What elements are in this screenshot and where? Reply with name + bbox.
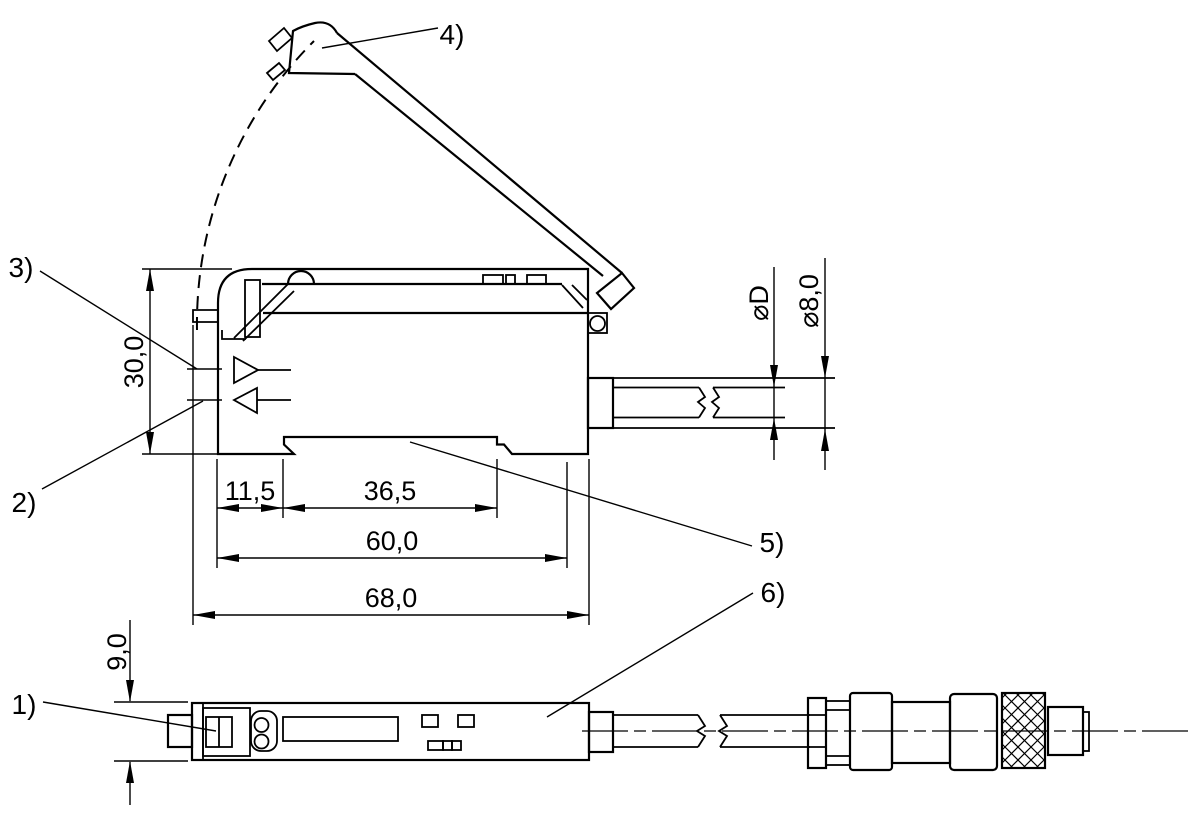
button (442, 740, 453, 751)
dim-68-label: 68,0 (365, 583, 418, 613)
dim-fiber-diameter-label: ⌀D (744, 285, 774, 321)
receiver-arrow-icon (232, 386, 291, 415)
cable-gland-side (586, 376, 615, 430)
side-view-dimensions: 30,0 11,5 36,5 60,0 68,0 ⌀D ⌀8,0 (119, 258, 829, 625)
dim-height-30-label: 30,0 (119, 336, 149, 389)
top-view: 9,0 (102, 620, 1190, 805)
fiber-port (253, 733, 270, 750)
dim-height-9-label: 9,0 (102, 633, 132, 671)
button (427, 740, 444, 751)
dim-11-5-label: 11,5 (225, 476, 276, 506)
frame-tab (482, 274, 504, 285)
cover-latch-tab (267, 26, 294, 53)
clamp-housing (202, 707, 251, 757)
cover-frame-lines (262, 282, 588, 315)
connector-body-mid (890, 700, 952, 765)
clamp-lever-post (244, 279, 261, 338)
callout-4-label: 4) (440, 19, 465, 50)
dim-36-5-label: 36,5 (364, 476, 417, 506)
knurled-ring (1000, 691, 1047, 770)
callout-6-label: 6) (761, 577, 786, 608)
fiber-port (253, 717, 270, 733)
callout-3-leader (39, 270, 198, 370)
cable-outer-top (613, 714, 810, 748)
button (421, 714, 439, 728)
callout-4-leader (321, 27, 439, 49)
fiber-clamp-lever (166, 713, 194, 749)
clamp-lever-slide (221, 283, 295, 342)
front-clamp-tab (192, 309, 218, 323)
housing-outline (216, 267, 590, 456)
callout-5-label: 5) (760, 527, 785, 558)
callout-1-leader (42, 701, 217, 732)
side-view (187, 21, 835, 456)
break-symbol-side (696, 387, 721, 418)
button (457, 714, 475, 728)
callouts: 1) 2) 3) 4) 5) 6) (9, 19, 786, 732)
connector-body-front (948, 692, 999, 772)
callout-2-leader (41, 400, 204, 490)
callout-6-leader (546, 592, 754, 718)
dim-60-label: 60,0 (366, 526, 419, 556)
m8-connector (806, 691, 1090, 772)
hinge-bracket (587, 312, 608, 334)
dim-cable-diameter-label: ⌀8,0 (794, 274, 824, 328)
display-window (282, 716, 399, 742)
release-bump (286, 269, 316, 285)
callout-3-label: 3) (9, 252, 34, 283)
connector-hex-nut (806, 696, 828, 770)
emitter-arrow-icon (233, 355, 291, 385)
frame-tab (505, 274, 516, 285)
frame-tab (526, 274, 547, 285)
cable-gland-top (587, 710, 615, 754)
callout-1-label: 1) (12, 689, 37, 720)
cover-swing-arc (195, 40, 315, 331)
connector-plug-step (1082, 711, 1090, 752)
callout-5-leader (409, 441, 753, 547)
cable-outer-side (613, 377, 835, 429)
hinge-pin (589, 315, 606, 332)
frame-right-slant (561, 284, 588, 309)
callout-2-label: 2) (12, 487, 37, 518)
fiber-inner-side (613, 386, 785, 419)
cover-latch-tab (265, 61, 287, 82)
opened-cover (265, 21, 636, 311)
fiber-ports-bezel (250, 710, 278, 752)
button (451, 740, 462, 751)
